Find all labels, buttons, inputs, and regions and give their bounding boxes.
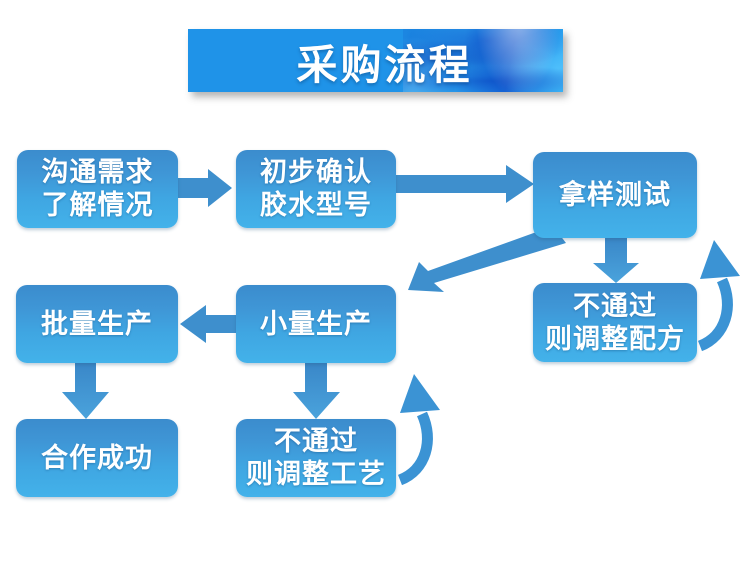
node-mass-production-line1: 批量生产 xyxy=(41,308,153,339)
node-small-production[interactable]: 小量生产 xyxy=(236,285,396,363)
node-communicate-line1: 沟通需求 xyxy=(41,157,154,188)
arrow-sample-test-to-adjust-formula xyxy=(593,238,639,283)
arrowhead-adjust-formula-to-sample-test xyxy=(700,240,740,279)
node-confirm-line1: 初步确认 xyxy=(260,157,372,188)
node-adjust-formula[interactable]: 不通过 则调整配方 xyxy=(533,283,697,362)
node-communicate-line2: 了解情况 xyxy=(41,190,154,220)
node-mass-production[interactable]: 批量生产 xyxy=(16,285,178,363)
node-communicate[interactable]: 沟通需求 了解情况 xyxy=(17,150,178,228)
arrow-adjust-process-to-small-production xyxy=(397,411,433,486)
arrow-small-production-to-adjust-process xyxy=(293,363,340,419)
title-banner: 采购流程 xyxy=(188,29,563,92)
node-adjust-process-line1: 不通过 xyxy=(274,426,358,457)
node-confirm-line2: 胶水型号 xyxy=(260,190,372,220)
arrow-mass-production-to-success xyxy=(62,363,109,419)
arrowhead-adjust-process-to-small-production xyxy=(400,374,440,413)
node-success[interactable]: 合作成功 xyxy=(16,419,178,497)
node-success-line1: 合作成功 xyxy=(41,442,153,473)
node-confirm[interactable]: 初步确认 胶水型号 xyxy=(236,150,396,228)
arrow-adjust-formula-to-sample-test xyxy=(697,277,733,352)
page-title: 采购流程 xyxy=(296,41,473,88)
banner-solid-panel xyxy=(188,29,403,92)
arrow-confirm-to-sample-test xyxy=(392,165,534,203)
node-sample-test[interactable]: 拿样测试 xyxy=(533,152,697,238)
node-small-production-line1: 小量生产 xyxy=(260,308,372,339)
node-adjust-formula-line2: 则调整配方 xyxy=(545,323,685,354)
node-adjust-process[interactable]: 不通过 则调整工艺 xyxy=(236,419,396,497)
arrow-communicate-to-confirm xyxy=(178,169,232,207)
arrow-small-production-to-mass-production xyxy=(180,305,236,343)
node-adjust-process-line2: 则调整工艺 xyxy=(246,459,386,489)
node-sample-test-line1: 拿样测试 xyxy=(559,179,671,210)
node-adjust-formula-line1: 不通过 xyxy=(573,290,657,321)
